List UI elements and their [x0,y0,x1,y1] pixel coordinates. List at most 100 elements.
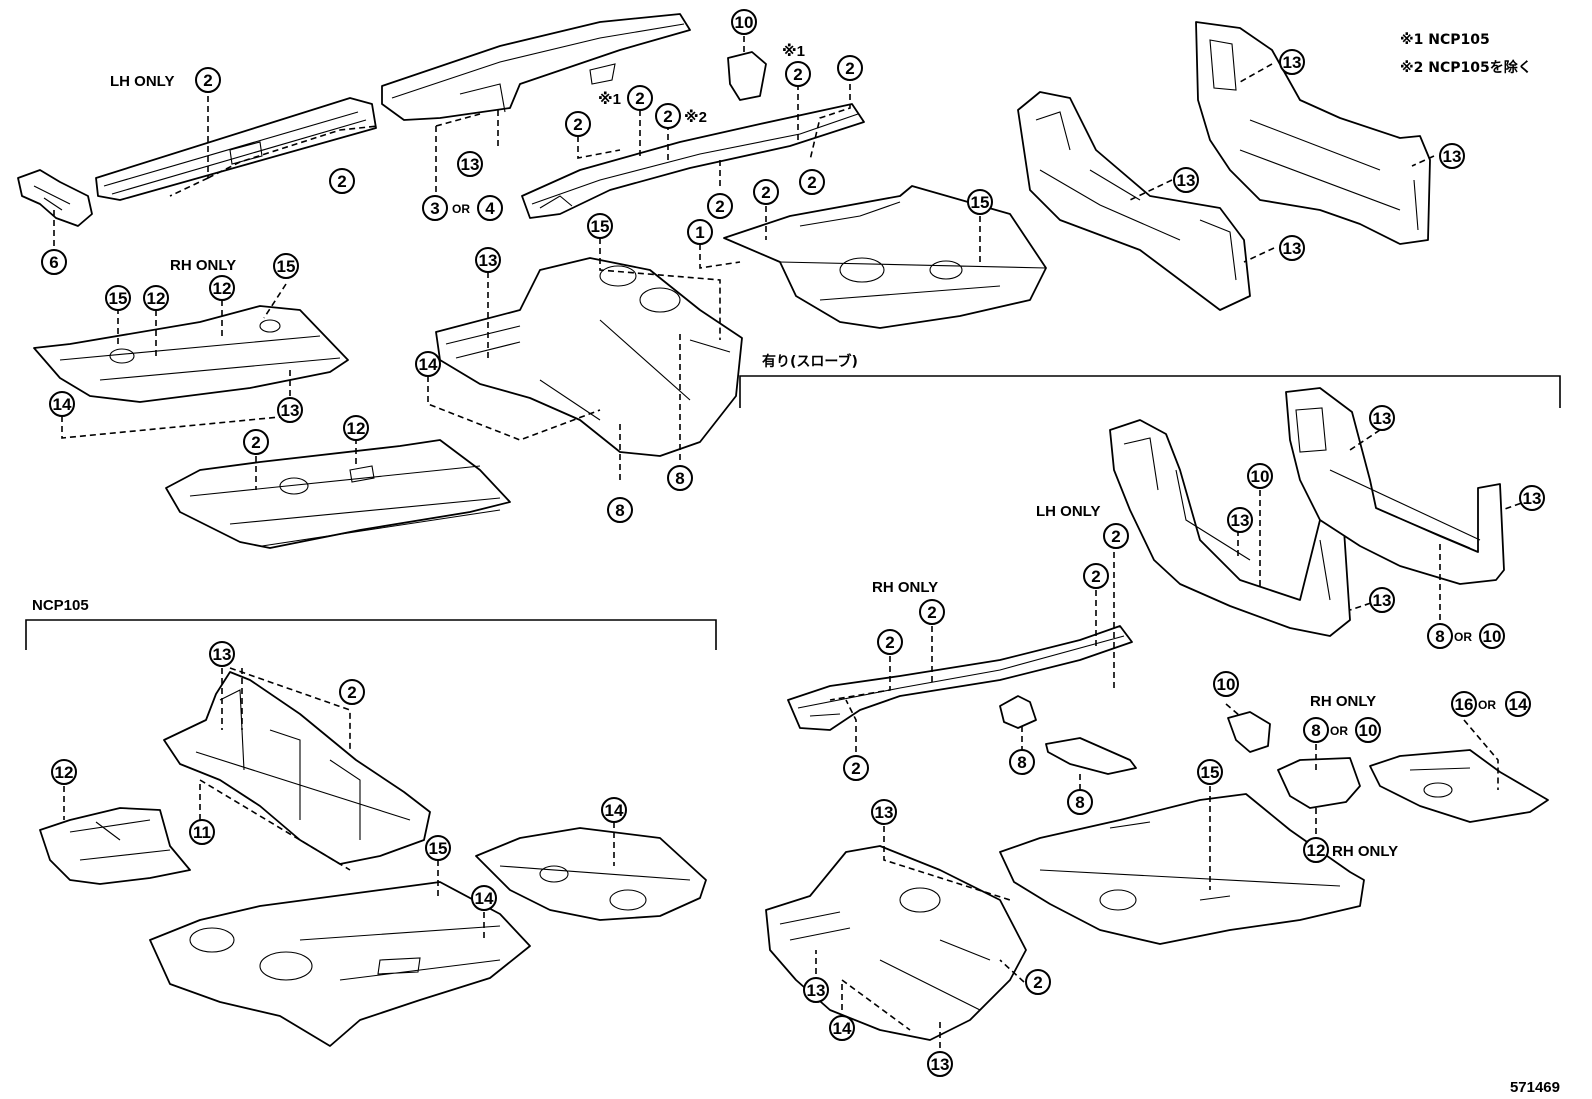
svg-text:12: 12 [55,763,74,782]
svg-text:13: 13 [213,645,232,664]
svg-text:2: 2 [663,107,672,126]
svg-text:13: 13 [1231,511,1250,530]
svg-text:14: 14 [53,395,72,414]
callout-2-mark2: 2 [655,103,681,129]
callout-2-slope-left: 2 [877,629,903,655]
parts-layer [17,13,1549,1047]
svg-text:15: 15 [109,289,128,308]
svg-text:2: 2 [761,183,770,202]
callout-13-side-member: 13 [457,151,483,177]
text-labels: LH ONLY RH ONLY OR ※1 ※1 ※2 ※1 NCP105 ※2… [32,32,1560,1096]
part-dash-panel-top-left [1017,91,1251,311]
svg-text:2: 2 [251,433,260,452]
svg-text:2: 2 [715,197,724,216]
bracket-ncp105-section [25,619,717,650]
callout-10-top: 10 [731,9,757,35]
svg-text:10: 10 [735,13,754,32]
svg-text:13: 13 [1177,171,1196,190]
svg-text:3: 3 [430,199,439,218]
label-rh-only-right: RH ONLY [872,579,938,596]
svg-text:4: 4 [485,199,495,218]
part-rocker-rail-lh [95,97,377,201]
part-slope-bracket-10 [1227,711,1271,753]
svg-text:6: 6 [49,253,58,272]
callout-13-ncp105: 13 [209,641,235,667]
callout-12-front-floor: 12 [343,415,369,441]
part-slope-bracket-8b [1045,737,1137,775]
callout-13-dash-mid: 13 [1173,167,1199,193]
callout-2-far-right: 2 [837,55,863,81]
svg-text:2: 2 [635,89,644,108]
label-mark1-left: ※1 [598,90,621,108]
callout-15-slope: 15 [1197,759,1223,785]
part-ncp105-dash [163,671,431,865]
callout-13-dash-top: 13 [1279,49,1305,75]
callout-4: 4 [477,195,503,221]
part-slope-dash-right [1285,387,1505,585]
callout-12-rh-floor-right: 12 [209,275,235,301]
callout-8-or-10-rh-10: 10 [1355,717,1381,743]
callout-14-center: 14 [415,351,441,377]
svg-text:8: 8 [1435,627,1444,646]
svg-text:2: 2 [807,173,816,192]
svg-text:2: 2 [1111,527,1120,546]
callout-2-rail-mid: 2 [707,193,733,219]
callout-14-ncp105-main: 14 [471,885,497,911]
section-title-ncp105: NCP105 [32,597,89,614]
callout-8-slope-a: 8 [1009,749,1035,775]
callout-15-rh-floor: 15 [105,285,131,311]
svg-text:13: 13 [281,401,300,420]
callout-2-mark1-right: 2 [785,61,811,87]
svg-text:10: 10 [1217,675,1236,694]
svg-text:12: 12 [347,419,366,438]
svg-text:13: 13 [1373,591,1392,610]
label-or-16-14: OR [1478,698,1496,712]
svg-text:8: 8 [675,469,684,488]
note-except-ncp105: ※2 NCP105を除く [1400,59,1532,76]
label-lh-only-top: LH ONLY [110,73,174,90]
callout-2-ncp105: 2 [339,679,365,705]
part-ncp105-rear-floor [475,827,707,921]
svg-text:2: 2 [851,759,860,778]
callout-2-front-floor: 2 [243,429,269,455]
callout-8-or-10-slope-10: 10 [1479,623,1505,649]
svg-text:13: 13 [1443,147,1462,166]
svg-text:10: 10 [1483,627,1502,646]
callout-8-center-bottom: 8 [607,497,633,523]
part-center-main-floor [435,257,743,457]
svg-text:13: 13 [479,251,498,270]
callout-2-left-rail: 2 [565,111,591,137]
svg-text:2: 2 [927,603,936,622]
leader-lines [53,36,1531,1048]
callout-2-rocker: 2 [329,168,355,194]
callout-12-rh-only-slope: 12 [1303,837,1329,863]
svg-text:14: 14 [605,801,624,820]
callout-14-slope-main: 14 [829,1015,855,1041]
part-slope-rocker-rail [787,625,1133,731]
callout-2-rail-right: 2 [799,169,825,195]
svg-text:2: 2 [793,65,802,84]
part-slope-rear-floor [999,793,1365,945]
section-brackets [25,375,1561,650]
callout-2-slope-bottom: 2 [843,755,869,781]
callout-2-mark1-left: 2 [627,85,653,111]
callout-3: 3 [422,195,448,221]
callouts: 2 2 6 13 3 4 10 2 2 2 2 2 2 2 2 1 15 13 … [41,9,1545,1077]
part-ncp105-bracket-12 [39,807,191,885]
part-ncp105-main-floor [149,881,531,1047]
callout-13-slope-right-top: 13 [1369,405,1395,431]
svg-text:14: 14 [475,889,494,908]
svg-text:2: 2 [203,71,212,90]
callout-11-ncp105: 11 [189,819,215,845]
label-or-8-10-rh: OR [1330,724,1348,738]
callout-12-ncp105: 12 [51,759,77,785]
callout-14-ncp105-rear: 14 [601,797,627,823]
svg-text:13: 13 [461,155,480,174]
svg-text:2: 2 [1033,973,1042,992]
svg-text:8: 8 [1075,793,1084,812]
callout-8-center-right: 8 [667,465,693,491]
callout-13-dash-right: 13 [1439,143,1465,169]
callout-16: 16 [1451,691,1477,717]
svg-text:12: 12 [147,289,166,308]
